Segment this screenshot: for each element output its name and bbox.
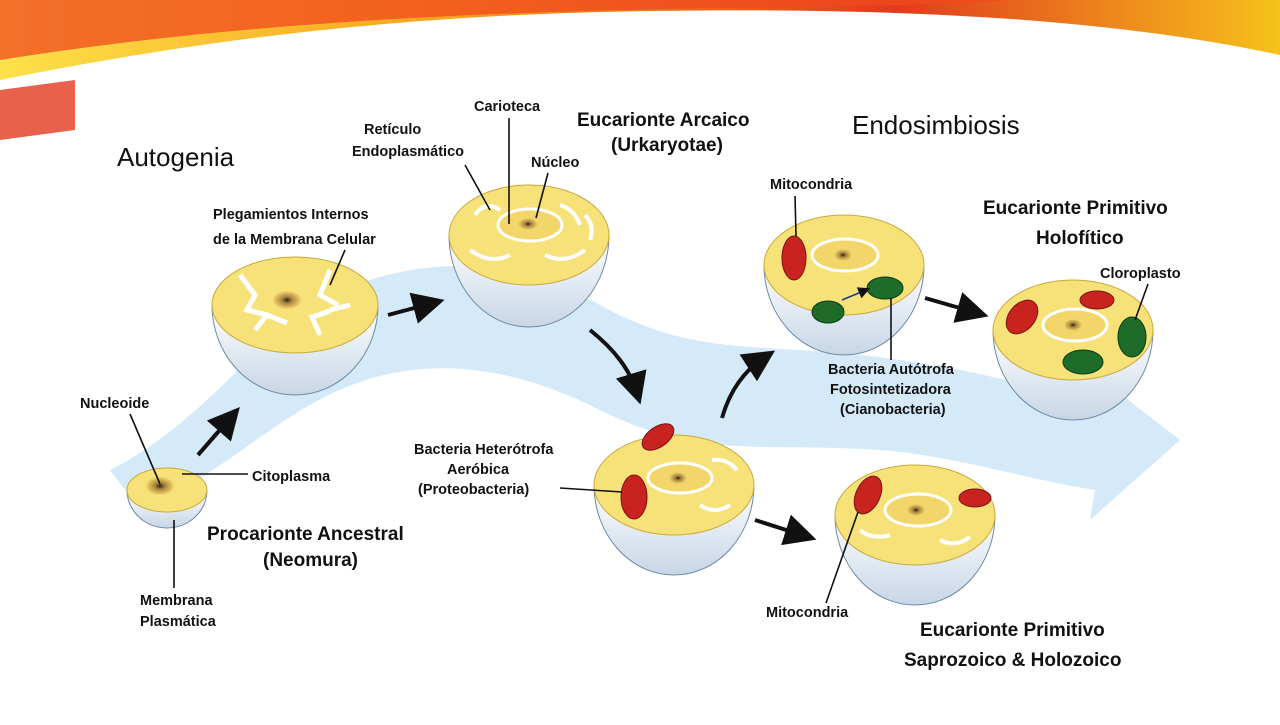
label-membrana-2: Plasmática xyxy=(140,614,217,630)
label-membrana-1: Membrana xyxy=(140,593,213,609)
arrow-1 xyxy=(196,406,240,457)
mitochondrion-shape xyxy=(620,474,648,520)
left-banner-tab xyxy=(0,80,75,140)
top-banner xyxy=(0,0,1280,140)
label-reticulo-1: Retículo xyxy=(364,122,421,138)
label-plegamientos-1: Plegamientos Internos xyxy=(213,207,369,223)
label-bact-het-3: (Proteobacteria) xyxy=(418,482,529,498)
title-autogenia: Autogenia xyxy=(117,142,235,172)
label-bact-aut-1: Bacteria Autótrofa xyxy=(828,362,955,378)
nucleoid-shape xyxy=(146,477,174,495)
cell-holofitico xyxy=(992,279,1154,421)
cell-cyanobacteria-uptake xyxy=(763,214,925,356)
stage-ancestral-group: (Neomura) xyxy=(263,550,358,571)
arrow-4 xyxy=(720,350,776,419)
label-carioteca: Carioteca xyxy=(474,99,541,115)
label-bact-aut-3: (Cianobacteria) xyxy=(840,402,946,418)
label-mitocondria-top: Mitocondria xyxy=(770,177,853,193)
stage-ancestral-name: Procarionte Ancestral xyxy=(207,524,404,545)
stage-saprozoico-line1: Eucarionte Primitivo xyxy=(920,620,1105,641)
cell-eucarionte-arcaico xyxy=(448,184,610,328)
cell-proteobacteria-uptake xyxy=(593,423,755,576)
arrow-2 xyxy=(387,292,445,324)
stage-archaic-group: (Urkaryotae) xyxy=(611,135,723,156)
cell-saprozoico xyxy=(834,464,996,606)
arrow-6 xyxy=(924,292,989,323)
arrow-5 xyxy=(754,514,817,546)
stage-holofitico-line2: Holofítico xyxy=(1036,228,1124,249)
label-mitocondria-bottom: Mitocondria xyxy=(766,605,849,621)
arrow-3 xyxy=(588,328,647,405)
label-cloroplasto: Cloroplasto xyxy=(1100,266,1181,282)
label-bact-aut-2: Fotosintetizadora xyxy=(830,382,952,398)
label-plegamientos-2: de la Membrana Celular xyxy=(213,232,376,248)
label-bact-het-2: Aeróbica xyxy=(447,462,510,478)
label-nucleo: Núcleo xyxy=(531,155,579,171)
title-endosimbiosis: Endosimbiosis xyxy=(852,110,1020,140)
stage-archaic-name: Eucarionte Arcaico xyxy=(577,110,749,131)
cell-procarionte xyxy=(126,467,208,529)
cell-infolding xyxy=(211,256,379,396)
label-citoplasma: Citoplasma xyxy=(252,469,331,485)
stage-holofitico-line1: Eucarionte Primitivo xyxy=(983,198,1168,219)
label-nucleoide: Nucleoide xyxy=(80,396,149,412)
label-bact-het-1: Bacteria Heterótrofa xyxy=(414,442,554,458)
label-reticulo-2: Endoplasmático xyxy=(352,144,464,160)
stage-saprozoico-line2: Saprozoico & Holozoico xyxy=(904,650,1121,671)
